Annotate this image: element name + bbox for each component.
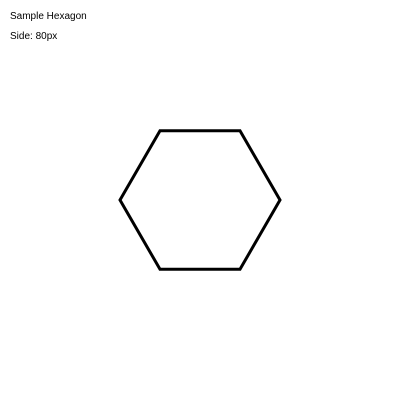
hexagon-shape xyxy=(118,129,282,271)
title-text: Sample Hexagon xyxy=(10,11,87,22)
side-length-text: Side: 80px xyxy=(10,31,58,42)
